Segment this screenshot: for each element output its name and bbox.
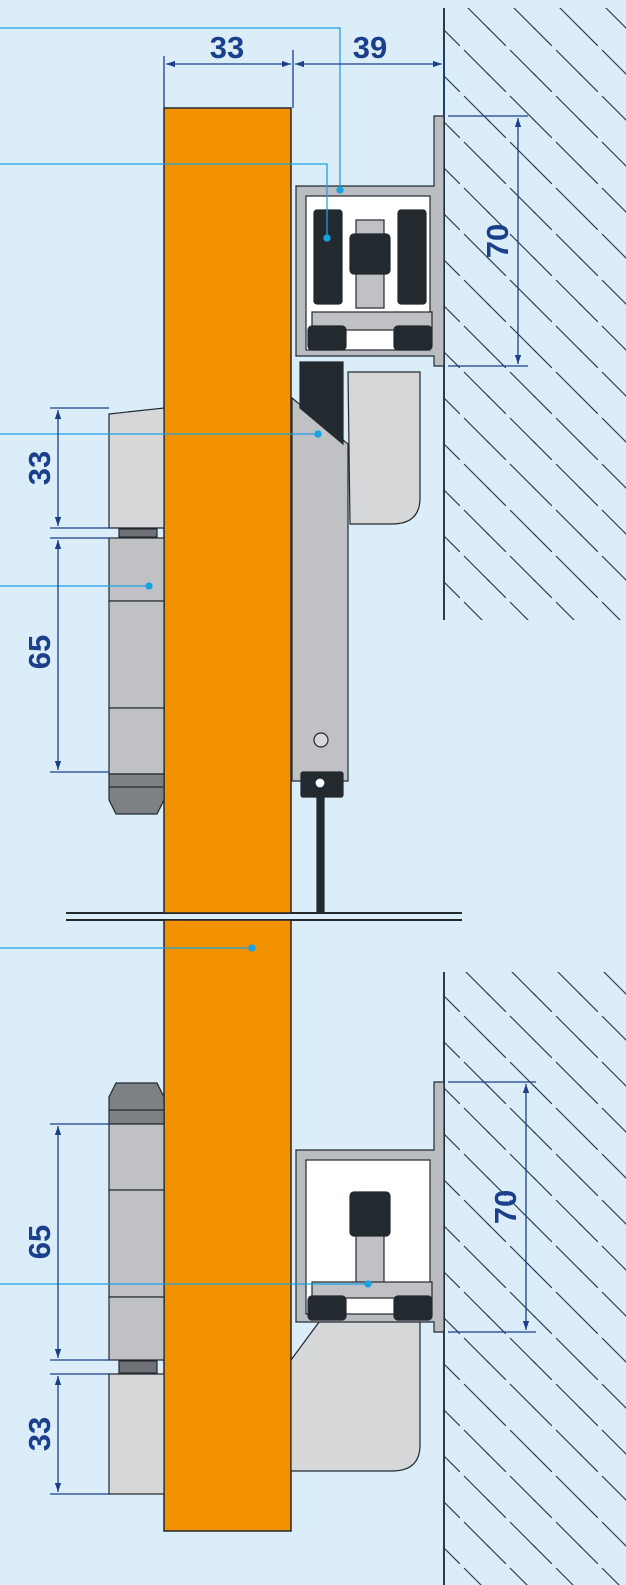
door-leaf-lower	[163, 919, 292, 1532]
dim-top-handle-lower: 65	[22, 635, 57, 669]
wall-bottom	[443, 972, 626, 1585]
section-break-line	[66, 912, 462, 921]
top-handle	[108, 407, 165, 815]
dimension-lines	[50, 50, 536, 1495]
bottom-track-profile	[295, 1081, 445, 1333]
door-leaf-upper	[163, 107, 292, 914]
dim-top-track-height: 70	[480, 224, 515, 258]
bottom-carriage-bracket	[290, 1317, 421, 1472]
top-carriage-bracket	[291, 361, 421, 914]
callout-leaders	[0, 27, 372, 1288]
dim-track-offset: 39	[353, 30, 387, 65]
dim-bottom-handle-upper: 65	[22, 1225, 57, 1259]
dim-top-handle-upper: 33	[22, 451, 57, 485]
wall-top	[443, 8, 626, 620]
dim-door-thickness: 33	[210, 30, 244, 65]
top-track-profile	[295, 115, 445, 367]
bottom-handle	[108, 1082, 165, 1495]
dim-bottom-handle-lower: 33	[22, 1417, 57, 1451]
dim-bottom-track-height: 70	[488, 1190, 523, 1224]
